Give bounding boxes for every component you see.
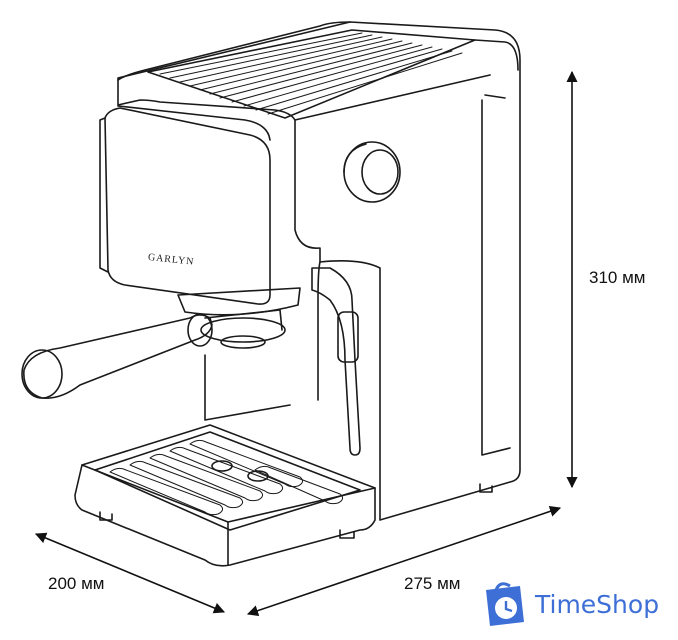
watermark-brand: TimeShop xyxy=(535,590,660,619)
machine-brand-label: GARLYN xyxy=(147,252,195,268)
depth-label: 200 мм xyxy=(48,574,105,593)
width-dimension-line xyxy=(246,505,562,617)
drip-tray xyxy=(74,424,376,567)
clock-bag-icon xyxy=(486,582,524,626)
height-label: 310 мм xyxy=(589,268,646,287)
control-panel xyxy=(104,107,271,305)
width-label: 275 мм xyxy=(404,574,461,593)
depth-dimension-line xyxy=(34,532,226,614)
portafilter-handle xyxy=(23,314,213,400)
steam-wand xyxy=(311,267,361,456)
